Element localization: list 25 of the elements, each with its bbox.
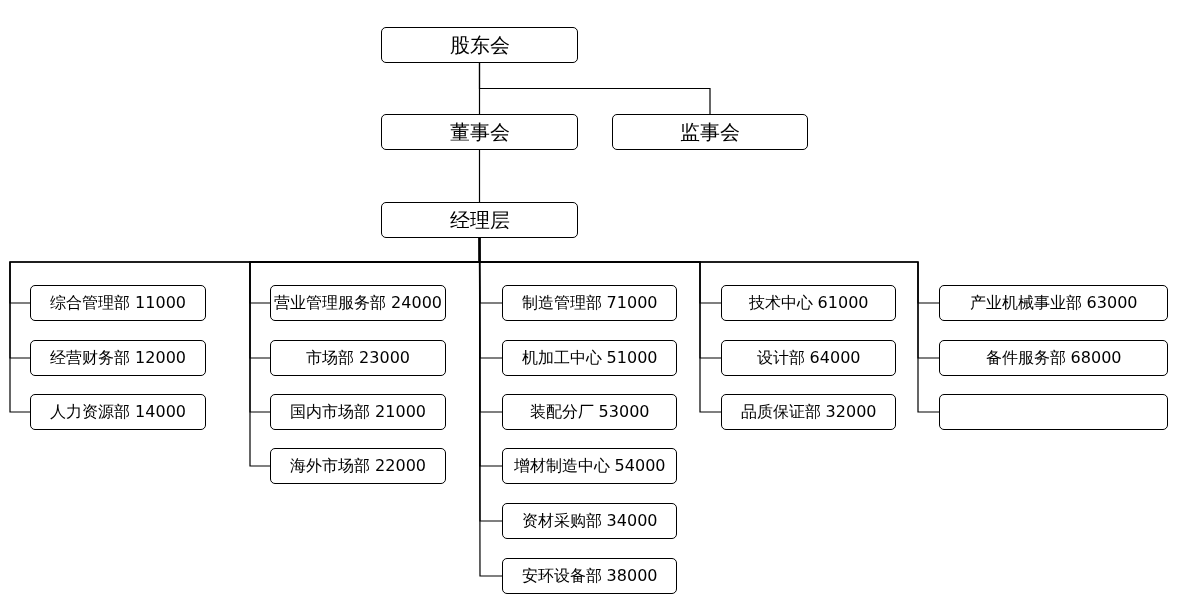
org-box: 人力资源部 14000 xyxy=(30,394,206,430)
org-box: 增材制造中心 54000 xyxy=(502,448,677,484)
org-box: 经营财务部 12000 xyxy=(30,340,206,376)
connector-line xyxy=(478,149,481,203)
org-box: 营业管理服务部 24000 xyxy=(270,285,446,321)
org-box: 综合管理部 11000 xyxy=(30,285,206,321)
org-box: 安环设备部 38000 xyxy=(502,558,677,594)
org-box: 技术中心 61000 xyxy=(721,285,896,321)
org-box: 资材采购部 34000 xyxy=(502,503,677,539)
org-box: 海外市场部 22000 xyxy=(270,448,446,484)
org-box: 机加工中心 51000 xyxy=(502,340,677,376)
org-box: 市场部 23000 xyxy=(270,340,446,376)
org-box: 经理层 xyxy=(381,202,578,238)
org-box: 装配分厂 53000 xyxy=(502,394,677,430)
org-box: 备件服务部 68000 xyxy=(939,340,1168,376)
org-box: 监事会 xyxy=(612,114,808,150)
org-box: 制造管理部 71000 xyxy=(502,285,677,321)
connector-line xyxy=(478,62,711,115)
org-box: 设计部 64000 xyxy=(721,340,896,376)
org-box: 董事会 xyxy=(381,114,578,150)
org-box: 股东会 xyxy=(381,27,578,63)
org-box: 产业机械事业部 63000 xyxy=(939,285,1168,321)
org-box: 国内市场部 21000 xyxy=(270,394,446,430)
org-box: 品质保证部 32000 xyxy=(721,394,896,430)
org-box xyxy=(939,394,1168,430)
